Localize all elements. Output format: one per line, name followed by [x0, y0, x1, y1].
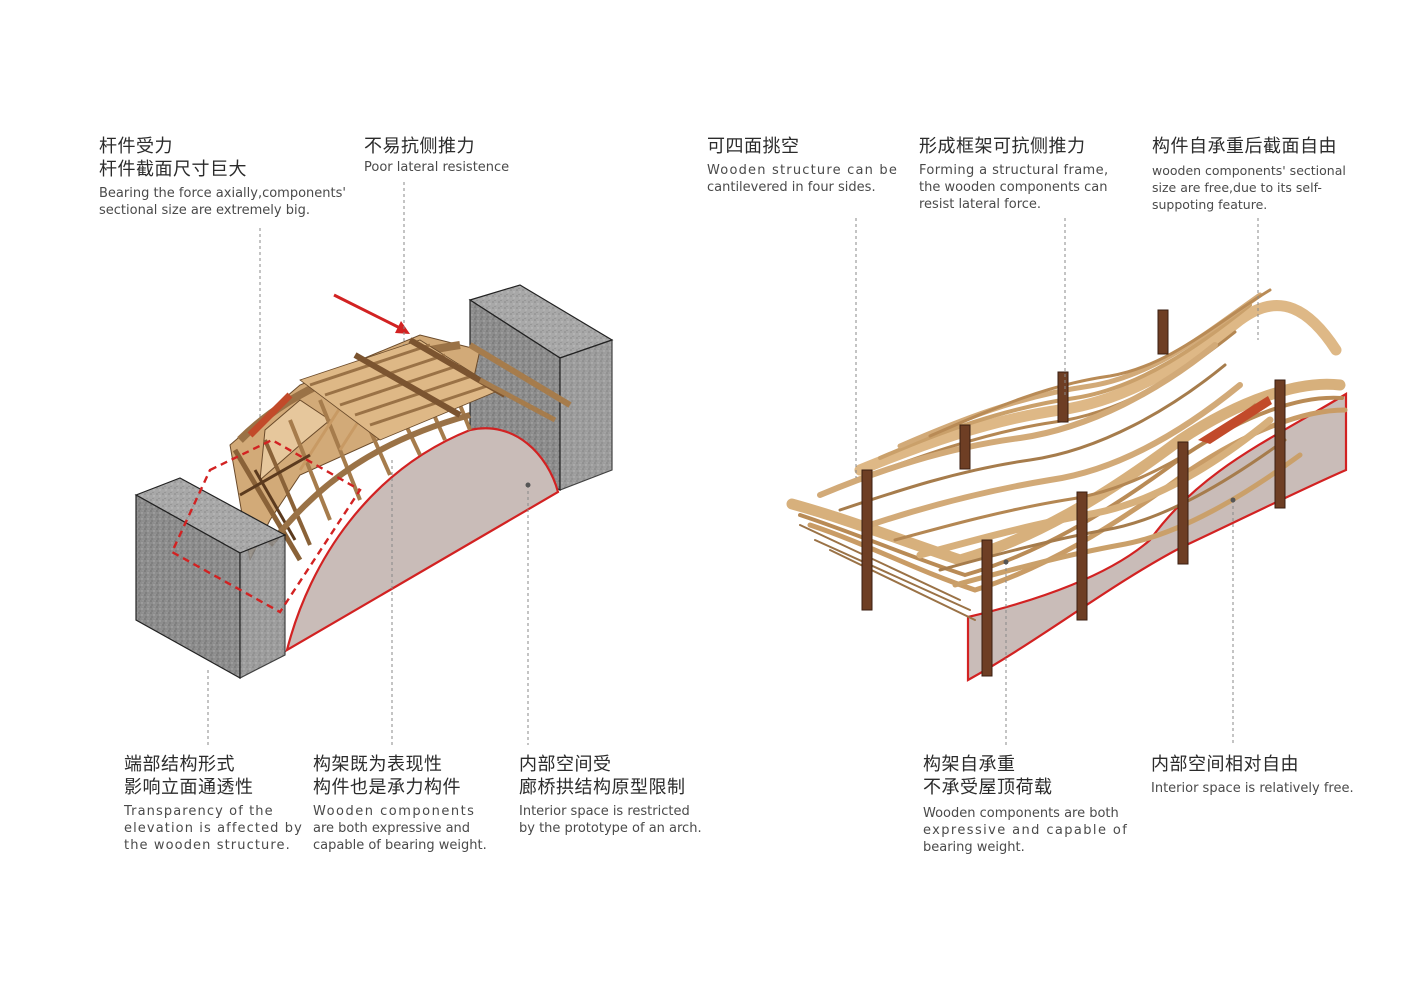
leader-dot	[525, 482, 531, 488]
annotation-text: the wooden structure.	[124, 838, 291, 853]
annotation-title: 构架自承重	[923, 754, 1016, 775]
annotation-text: wooden components' sectional	[1152, 163, 1346, 178]
annotation-text: Interior space is restricted	[519, 804, 690, 819]
red-diagonal-member	[247, 392, 293, 438]
annotation-title: 端部结构形式	[124, 754, 235, 775]
annotation-title: 可四面挑空	[707, 136, 800, 157]
annotation-text: expressive and capable of	[923, 823, 1129, 838]
end-structure-highlight	[170, 438, 362, 614]
annotation-text: sectional size are extremely big.	[99, 203, 310, 218]
left-leader-lines	[207, 182, 529, 745]
front-stone-abutment	[134, 477, 287, 680]
leader-dot	[1230, 497, 1236, 503]
annotation-title: 影响立面通透性	[124, 777, 254, 798]
arch-interior-space	[285, 427, 560, 653]
annotation-text: Bearing the force axially,components'	[99, 186, 346, 201]
annotation-interior-free: 内部空间相对自由 Interior space is relatively fr…	[1151, 753, 1354, 797]
annotation-title: 不易抗侧推力	[364, 136, 475, 157]
annotation-interior-restricted: 内部空间受廊桥拱结构原型限制 Interior space is restric…	[519, 753, 702, 837]
annotation-title: 构架既为表现性	[313, 754, 443, 775]
annotation-text: size are free,due to its self-	[1152, 180, 1322, 195]
annotation-text: suppoting feature.	[1152, 197, 1268, 212]
annotation-self-bearing-frame: 构架自承重不承受屋顶荷载 Wooden components are both e…	[923, 753, 1128, 856]
annotation-text: are both expressive and	[313, 821, 471, 836]
annotation-text: Wooden components	[313, 804, 476, 819]
annotation-text: capable of bearing weight.	[313, 838, 487, 853]
annotation-title: 廊桥拱结构原型限制	[519, 777, 686, 798]
leader-dot	[1003, 559, 1009, 565]
annotation-text: Interior space is relatively free.	[1151, 781, 1354, 796]
annotation-title: 构件也是承力构件	[313, 777, 461, 798]
annotation-free-section: 构件自承重后截面自由 wooden components' sectional s…	[1152, 135, 1346, 213]
bridge-deck-rafters	[299, 337, 572, 441]
annotation-expressive-components: 构架既为表现性构件也是承力构件 Wooden components are bot…	[313, 753, 487, 854]
annotation-elevation-transparency: 端部结构形式影响立面通透性 Transparency of the elevati…	[124, 753, 303, 854]
covered-bridge-arch-structure	[134, 284, 614, 680]
wooden-posts	[861, 309, 1286, 677]
annotation-text: Transparency of the	[124, 804, 274, 819]
annotation-title: 不承受屋顶荷载	[923, 777, 1053, 798]
annotation-text: Poor lateral resistence	[364, 160, 510, 175]
annotation-text: by the prototype of an arch.	[519, 821, 702, 836]
annotation-title: 形成框架可抗侧推力	[919, 136, 1086, 157]
annotation-text: bearing weight.	[923, 840, 1025, 855]
annotation-title: 构件自承重后截面自由	[1152, 136, 1337, 157]
annotation-title: 杆件受力	[99, 136, 173, 157]
right-leader-lines	[855, 218, 1259, 745]
annotation-title: 杆件截面尺寸巨大	[99, 159, 247, 180]
free-form-timber-structure	[786, 288, 1348, 682]
annotation-text: cantilevered in four sides.	[707, 180, 876, 195]
red-structural-member	[1198, 396, 1272, 444]
annotation-lateral-resistance: 不易抗侧推力 Poor lateral resistence	[364, 135, 509, 176]
annotation-title: 内部空间相对自由	[1151, 754, 1299, 775]
annotation-text: resist lateral force.	[919, 197, 1042, 212]
annotation-cantilever: 可四面挑空 Wooden structure can be cantilevere…	[707, 135, 898, 196]
annotation-text: Wooden structure can be	[707, 163, 899, 178]
annotation-title: 内部空间受	[519, 754, 612, 775]
wavy-roof-slats	[786, 288, 1348, 621]
lateral-force-arrow	[333, 293, 410, 334]
annotation-text: elevation is affected by	[124, 821, 303, 836]
annotation-axial-force: 杆件受力杆件截面尺寸巨大 Bearing the force axially,c…	[99, 135, 346, 219]
annotation-text: Wooden components are both	[923, 806, 1119, 821]
annotation-structural-frame: 形成框架可抗侧推力 Forming a structural frame, the…	[919, 135, 1109, 213]
annotation-text: Forming a structural frame,	[919, 163, 1109, 178]
annotation-text: the wooden components can	[919, 180, 1108, 195]
